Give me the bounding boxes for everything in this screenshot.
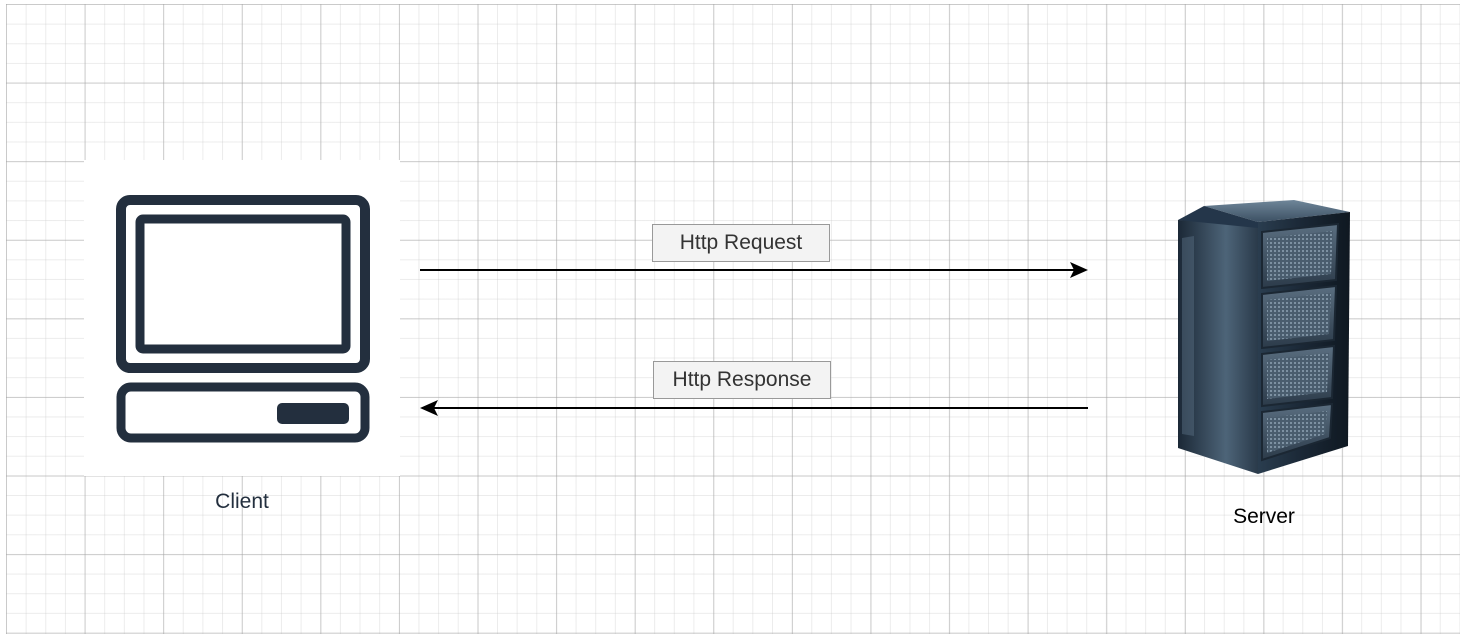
http-request-label[interactable]: Http Request [652, 224, 830, 262]
http-response-label[interactable]: Http Response [653, 361, 831, 399]
arrowhead-left-icon [420, 400, 438, 416]
desktop-computer-icon[interactable] [116, 195, 370, 445]
http-request-arrow[interactable] [420, 262, 1088, 278]
http-response-arrow[interactable] [420, 400, 1088, 416]
client-label: Client [215, 490, 269, 513]
arrowhead-right-icon [1070, 262, 1088, 278]
server-rack-icon[interactable] [1174, 198, 1354, 476]
server-label: Server [1233, 505, 1295, 528]
